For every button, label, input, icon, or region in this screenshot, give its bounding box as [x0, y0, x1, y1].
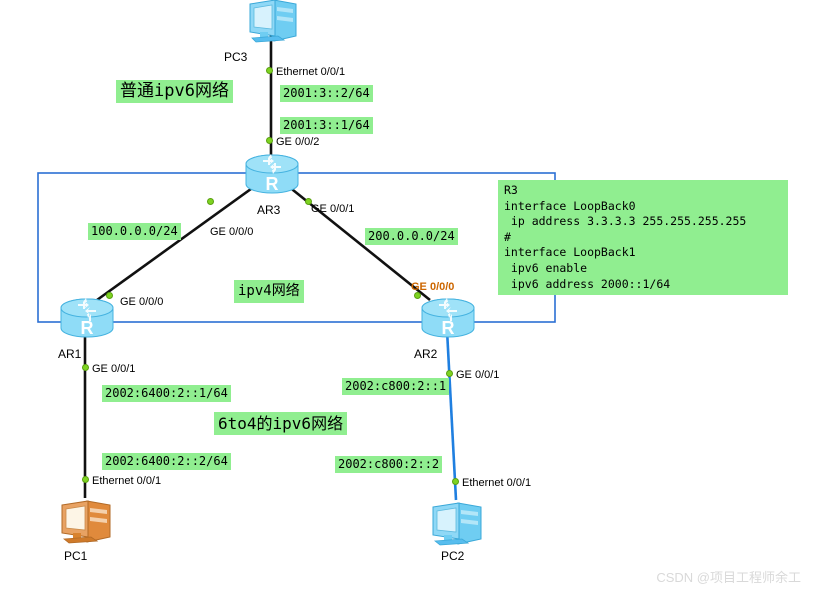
interface-label-ar2-ge000: GE 0/0/0 — [411, 281, 455, 293]
address-label-6400-2: 2002:6400:2::2/64 — [102, 453, 231, 470]
port-dot-ar3-ge000 — [207, 198, 214, 205]
pc-blue-icon — [432, 502, 482, 546]
device-ar1[interactable]: R — [58, 296, 116, 347]
svg-text:R: R — [442, 318, 455, 338]
interface-label-ar3-ge001: GE 0/0/1 — [311, 203, 355, 215]
interface-label-pc3-eth: Ethernet 0/0/1 — [276, 66, 346, 78]
port-dot-ar2-ge000 — [414, 292, 421, 299]
watermark: CSDN @项目工程师余工 — [656, 570, 801, 585]
address-label-200-net: 200.0.0.0/24 — [365, 228, 458, 245]
device-pc2[interactable] — [427, 498, 487, 557]
link-ar3-ar2 — [287, 184, 431, 302]
interface-label-pc1-eth: Ethernet 0/0/1 — [92, 475, 162, 487]
port-dot-pc2-eth — [452, 478, 459, 485]
device-label-ar1: AR1 — [58, 347, 82, 361]
device-label-pc3: PC3 — [224, 50, 248, 64]
interface-label-ar2-ge001: GE 0/0/1 — [456, 369, 500, 381]
port-dot-ar2-ge001 — [446, 370, 453, 377]
zone-label-6to4: 6to4的ipv6网络 — [214, 412, 348, 435]
address-label-c800-2: 2002:c800:2::2 — [335, 456, 443, 473]
address-label-2001-3-2: 2001:3::2/64 — [280, 85, 373, 102]
pc-blue-icon — [249, 0, 297, 43]
config-box-r3: R3 interface LoopBack0 ip address 3.3.3.… — [498, 180, 788, 296]
device-ar3[interactable]: R — [243, 152, 301, 203]
port-dot-ar1-ge001 — [82, 364, 89, 371]
svg-text:R: R — [266, 174, 279, 194]
svg-text:R: R — [81, 318, 94, 338]
pc-orange-icon — [61, 500, 111, 544]
address-label-2001-3-1: 2001:3::1/64 — [280, 117, 373, 134]
address-label-100-net: 100.0.0.0/24 — [88, 223, 181, 240]
address-label-6400-1: 2002:6400:2::1/64 — [102, 385, 231, 402]
device-ar2[interactable]: R — [419, 296, 477, 347]
port-dot-pc3-eth — [266, 67, 273, 74]
device-label-ar3: AR3 — [257, 203, 281, 217]
router-icon: R — [60, 298, 114, 338]
zone-label-ipv6-top: 普通ipv6网络 — [116, 80, 233, 103]
interface-label-ar1-ge001: GE 0/0/1 — [92, 363, 136, 375]
port-dot-ar1-ge000 — [106, 292, 113, 299]
link-ar2-pc2 — [445, 329, 458, 501]
interface-label-ar3-ge002: GE 0/0/2 — [276, 136, 320, 148]
device-label-pc1: PC1 — [64, 549, 88, 563]
device-label-ar2: AR2 — [414, 347, 438, 361]
device-pc1[interactable] — [56, 496, 116, 555]
interface-label-pc2-eth: Ethernet 0/0/1 — [462, 477, 532, 489]
port-dot-ar3-ge001 — [305, 198, 312, 205]
link-ar3-ar1 — [96, 184, 256, 302]
address-label-c800-1: 2002:c800:2::1 — [342, 378, 450, 395]
port-dot-ar3-ge002 — [266, 137, 273, 144]
router-icon: R — [245, 154, 299, 194]
router-icon: R — [421, 298, 475, 338]
interface-label-ar3-ge000: GE 0/0/0 — [210, 226, 254, 238]
port-dot-pc1-eth — [82, 476, 89, 483]
zone-label-ipv4: ipv4网络 — [234, 280, 304, 303]
interface-label-ar1-ge000: GE 0/0/0 — [120, 296, 164, 308]
device-pc3[interactable] — [244, 0, 302, 53]
device-label-pc2: PC2 — [441, 549, 465, 563]
